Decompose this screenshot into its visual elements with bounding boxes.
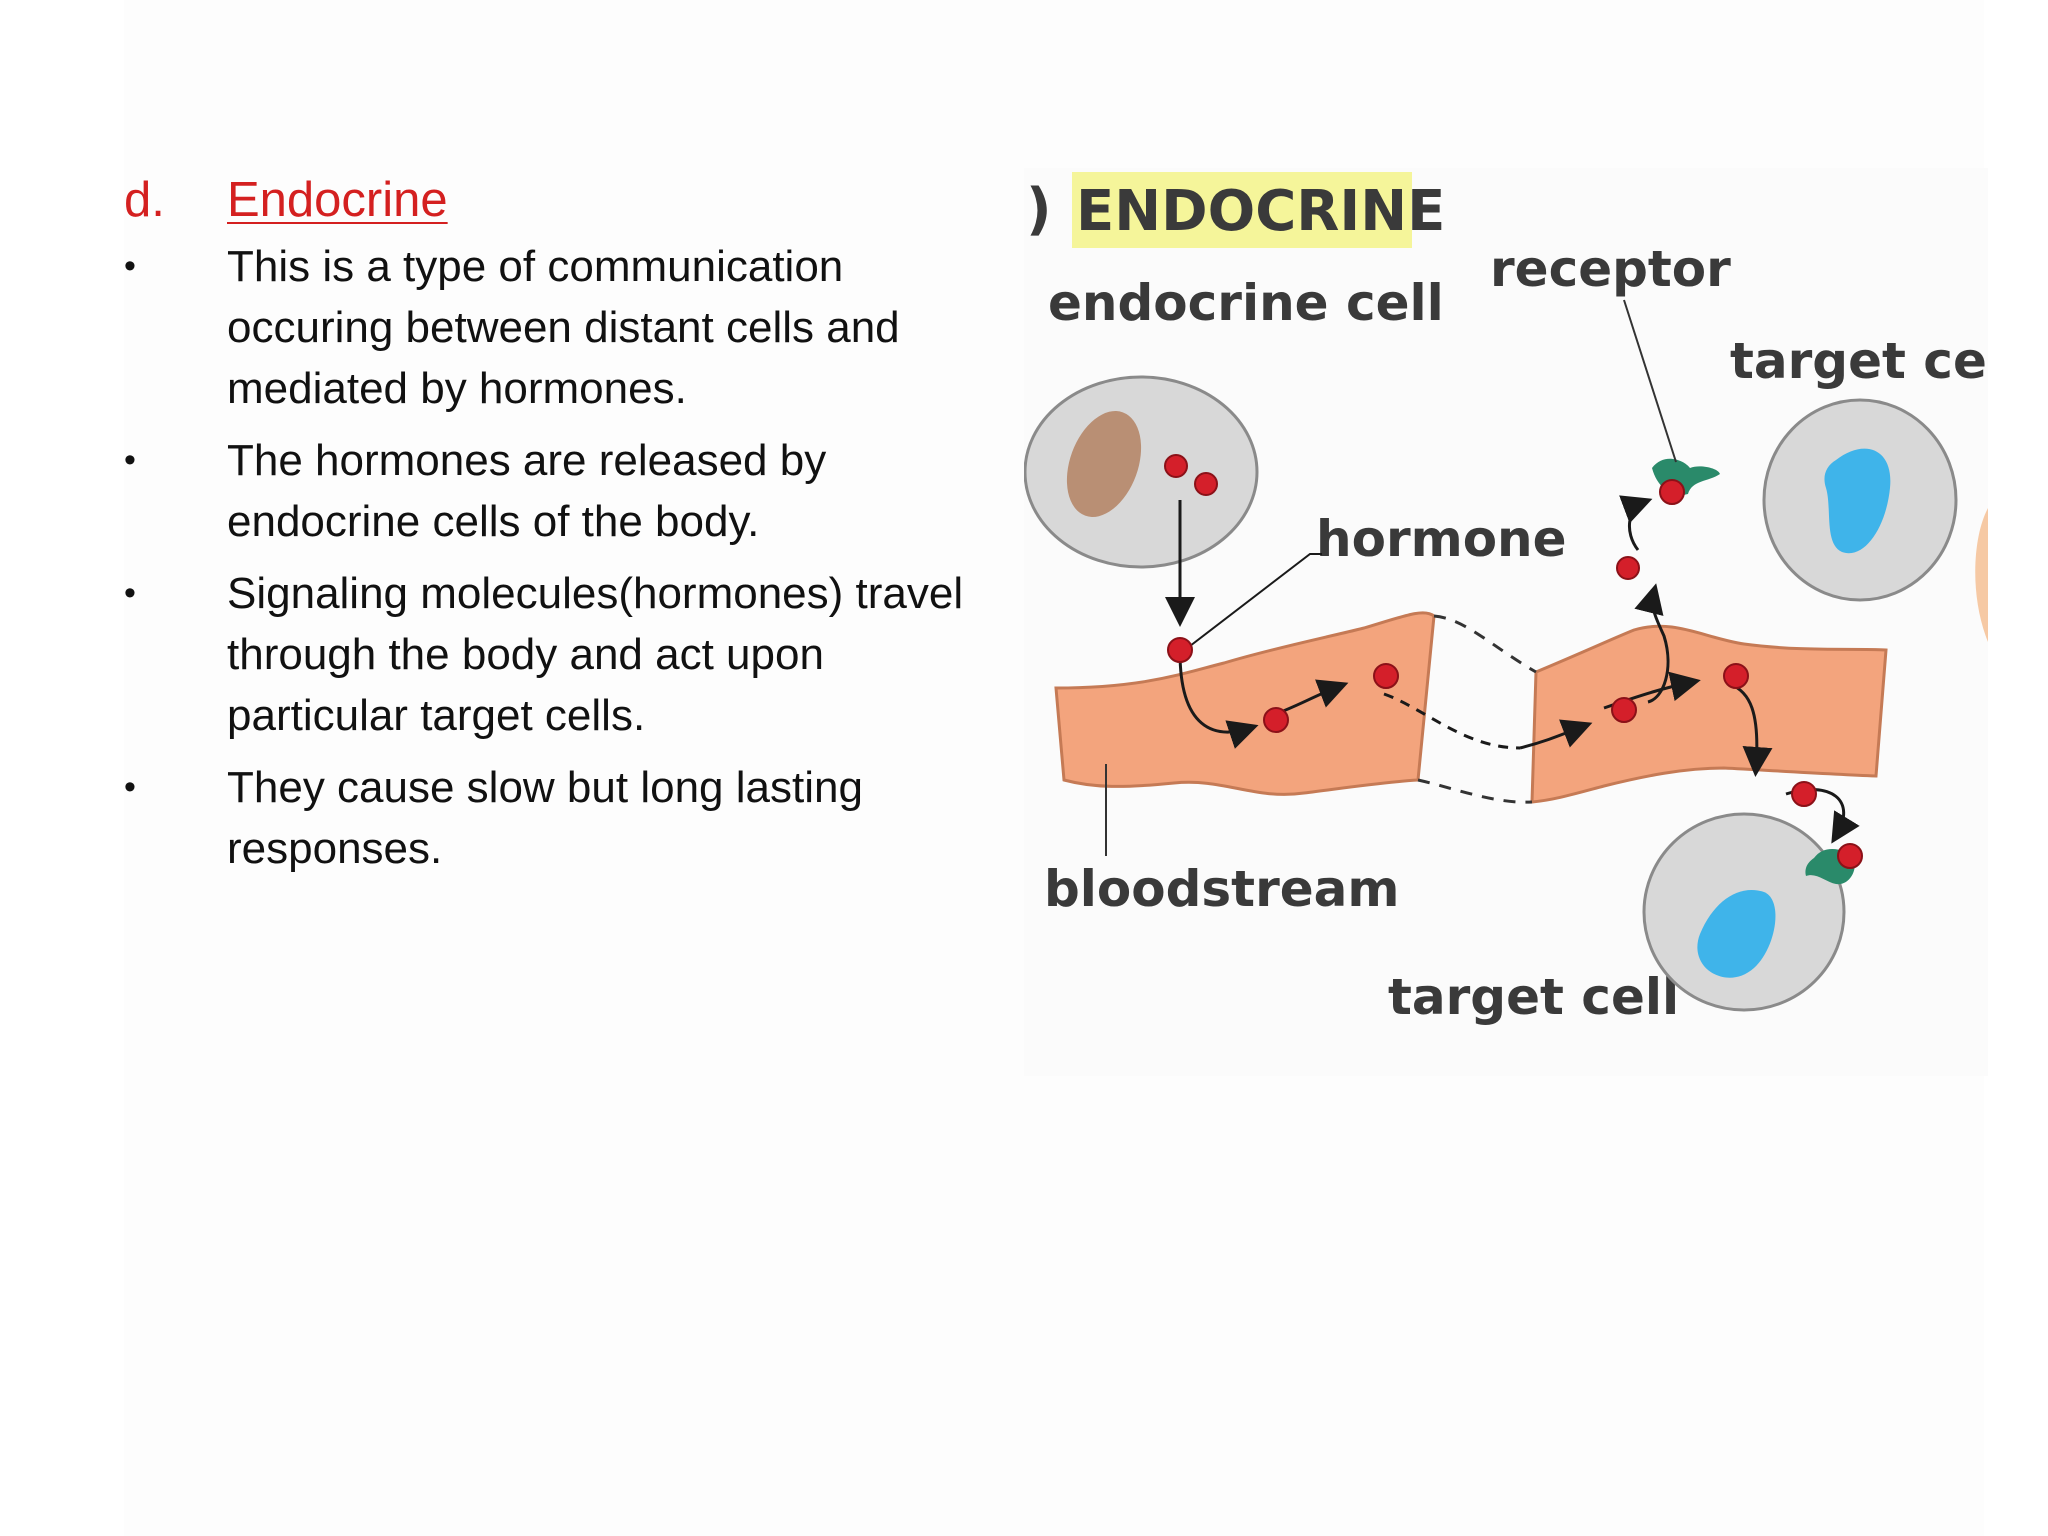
bullet-text: This is a type of communication occuring… [227,242,900,413]
hormone-label: hormone [1316,510,1567,568]
bullet-item: • They cause slow but long lasting respo… [124,757,964,879]
bloodstream-label: bloodstream [1044,860,1400,918]
bullet-icon: • [124,768,136,806]
hormone-pointer-line [1189,553,1322,647]
target-cell-label-bottom: target cell [1388,968,1679,1026]
bloodstream-gap-bottom [1417,778,1533,804]
entry-arrow [1178,651,1259,749]
hormone-molecule [1837,843,1863,869]
diagram-title: ENDOCRINE [1076,179,1445,244]
endocrine-cell [1024,375,1259,569]
title-prefix: ) [1026,177,1052,242]
bloodstream-segment-right [1530,624,1888,804]
flow-arrow-2 [1519,719,1593,750]
hormone-molecule [1167,637,1193,663]
endocrine-nucleus [1066,411,1142,517]
section-heading: d. Endocrine [124,168,964,232]
hormone-molecule [1263,707,1289,733]
hormone-molecule [1659,479,1685,505]
target-nucleus-bottom [1697,889,1776,978]
endocrine-cell-label: endocrine cell [1048,274,1444,332]
section-marker: d. [124,173,165,227]
hormone-molecule [1616,556,1640,580]
bullet-text: They cause slow but long lasting respons… [227,763,863,873]
bullet-item: • The hormones are released by endocrine… [124,430,964,552]
bullet-icon: • [124,247,136,285]
receptor-pointer-line [1623,299,1677,463]
bloodstream-gap-top [1433,614,1537,674]
partial-cell-edge [1975,508,1988,642]
bullet-text: Signaling molecules(hormones) travel thr… [227,569,964,740]
hormone-molecule [1194,472,1218,496]
bullet-item: • Signaling molecules(hormones) travel t… [124,563,964,746]
bullet-text: The hormones are released by endocrine c… [227,436,827,546]
hormone-molecule [1723,663,1749,689]
hormone-molecule [1611,697,1637,723]
title-highlight [1072,172,1412,248]
bloodstream-segment-left [1054,611,1436,796]
bullet-icon: • [124,441,136,479]
receptor-arrow-top [1619,495,1653,551]
hormone-molecule [1373,663,1399,689]
hormone-path-gap [1383,692,1521,750]
bullet-item: • This is a type of communication occuri… [124,236,964,419]
receptor-label: receptor [1490,240,1731,298]
endocrine-diagram: ) ENDOCRINE endocrine cell receptor targ… [1024,168,1988,1076]
text-column: d. Endocrine • This is a type of communi… [124,168,964,890]
bullet-icon: • [124,574,136,612]
target-nucleus-top [1824,448,1891,554]
section-title: Endocrine [227,173,448,227]
target-cell-label-top: target cell [1730,332,1988,390]
hormone-molecule [1791,781,1817,807]
exit-arrow-up [1634,583,1670,704]
hormone-molecule [1164,454,1188,478]
